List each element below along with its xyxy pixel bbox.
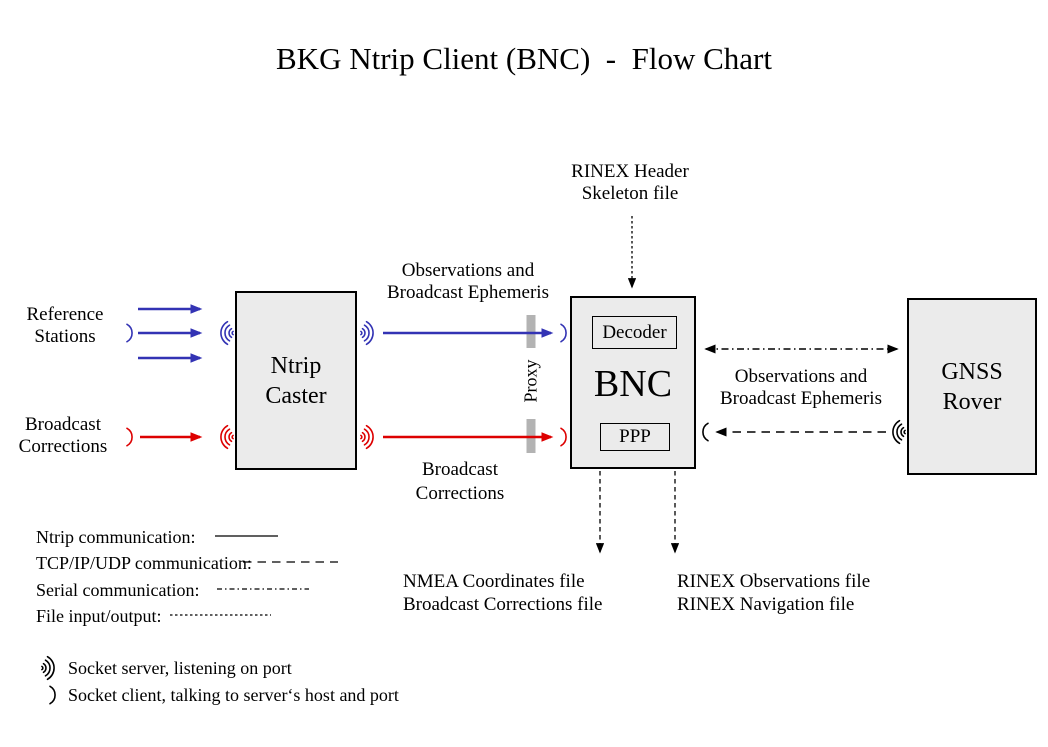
gnss-rover-label: GNSS Rover [941, 358, 1003, 415]
gnss-rover-box: GNSS Rover [907, 298, 1037, 475]
socket-server-icon-legend [41, 655, 55, 681]
ntrip-caster-box: Ntrip Caster [235, 291, 357, 470]
socket-icons [41, 320, 906, 705]
reference-station-arrows [138, 304, 203, 363]
socket-client-icon-bnc-rover [702, 422, 709, 442]
rinex-header-skeleton-label: RINEX Header Skeleton file [571, 161, 689, 204]
observations-ephemeris-right-label: Observations and Broadcast Ephemeris [720, 366, 882, 409]
decoder-label: Decoder [602, 321, 667, 343]
socket-server-icon-gnss-rover [892, 419, 906, 445]
socket-client-icon-legend [49, 685, 56, 705]
socket-client-legend-label: Socket client, talking to server‘s host … [68, 685, 399, 705]
socket-client-icon-broadcast-corrections [126, 427, 133, 447]
ntrip-caster-label: Ntrip Caster [265, 352, 327, 409]
ppp-box: PPP [600, 423, 670, 451]
legend-file-io: File input/output: [36, 606, 162, 626]
page-title: BKG Ntrip Client (BNC) - Flow Chart [276, 41, 772, 76]
legend-ntrip-communication: Ntrip communication: [36, 527, 196, 547]
bnc-label: BNC [593, 363, 673, 405]
rinex-output-files-label: RINEX Observations file RINEX Navigation… [677, 571, 871, 615]
decoder-box: Decoder [592, 316, 677, 349]
socket-server-legend-label: Socket server, listening on port [68, 658, 292, 678]
ppp-label: PPP [619, 426, 651, 447]
legend-serial-communication: Serial communication: [36, 580, 200, 600]
socket-client-icon-reference-stations [126, 323, 133, 343]
bnc-box: Decoder BNC PPP [570, 296, 696, 469]
legend-tcp-communication: TCP/IP/UDP communication: [36, 553, 252, 573]
nmea-output-files-label: NMEA Coordinates file Broadcast Correcti… [403, 571, 603, 615]
proxy-bar-top [526, 315, 536, 348]
socket-client-icon-bnc-corrections [560, 427, 567, 447]
socket-server-icon-caster-in-corrections [220, 424, 234, 450]
socket-client-icon-bnc-ntrip [560, 323, 567, 343]
broadcast-corrections-stream-label: Broadcast Corrections [415, 459, 505, 504]
observations-ephemeris-left-label: Observations and Broadcast Ephemeris [387, 260, 549, 303]
socket-server-icon-caster-out-corrections [360, 424, 374, 450]
reference-stations-label: Reference Stations [26, 304, 104, 347]
broadcast-corrections-source-label: Broadcast Corrections [18, 414, 108, 457]
proxy-label: Proxy [520, 359, 541, 403]
socket-server-icon-caster-out-ntrip [360, 320, 374, 346]
legend-line-samples [170, 535, 338, 616]
socket-server-icon-caster-in-ntrip [220, 320, 234, 346]
